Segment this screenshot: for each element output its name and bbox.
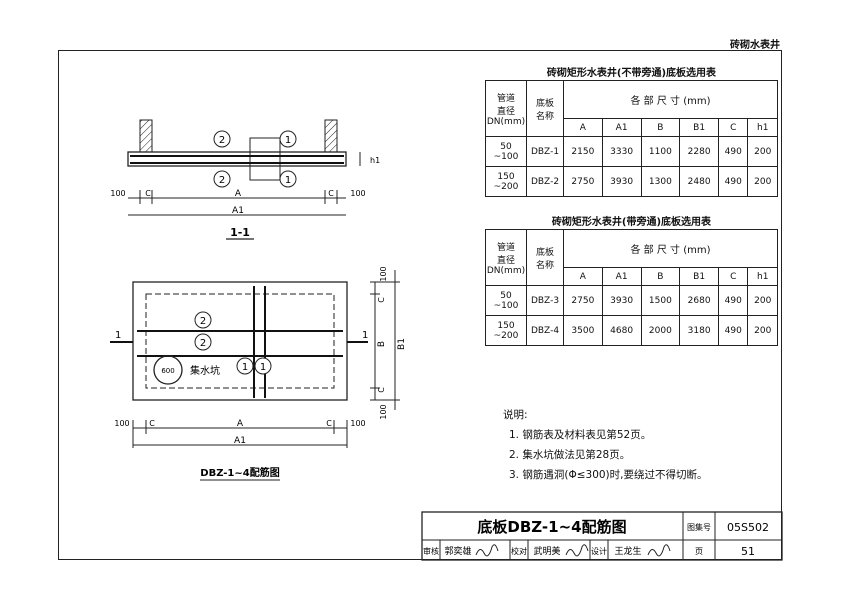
svg-text:100: 100 bbox=[379, 266, 388, 281]
svg-text:C: C bbox=[326, 419, 332, 428]
header-title: 砖砌水表井 bbox=[730, 40, 780, 51]
svg-text:1: 1 bbox=[242, 362, 248, 373]
svg-text:C: C bbox=[328, 189, 334, 198]
mark-1-bottom bbox=[279, 170, 297, 188]
note-item: 1. 钢筋表及材料表见第52页。 bbox=[509, 429, 652, 441]
notes-heading: 说明: bbox=[503, 409, 528, 421]
svg-text:1: 1 bbox=[285, 175, 291, 186]
svg-text:600: 600 bbox=[161, 367, 174, 375]
drawing-frame bbox=[58, 50, 782, 560]
svg-text:2: 2 bbox=[219, 135, 225, 146]
mark-2-bottom bbox=[213, 170, 231, 188]
mark-1-top bbox=[279, 130, 297, 148]
notes: 说明: 1. 钢筋表及材料表见第52页。 2. 集水坑做法见第28页。 3. 钢… bbox=[503, 405, 708, 485]
plan-wall-outline bbox=[145, 293, 335, 389]
svg-text:C: C bbox=[149, 419, 155, 428]
svg-text:B1: B1 bbox=[397, 338, 407, 350]
svg-text:页: 页 bbox=[695, 547, 703, 556]
svg-text:100: 100 bbox=[110, 189, 125, 198]
svg-text:A1: A1 bbox=[232, 206, 244, 216]
svg-text:1: 1 bbox=[285, 135, 291, 146]
svg-text:审核: 审核 bbox=[423, 546, 439, 556]
svg-text:2: 2 bbox=[200, 338, 206, 349]
section-sump bbox=[249, 137, 281, 181]
svg-text:A: A bbox=[237, 419, 244, 429]
signature-review bbox=[475, 544, 499, 557]
svg-text:1: 1 bbox=[260, 362, 266, 373]
note-item: 3. 钢筋遇洞(Φ≤300)时,要绕过不得切断。 bbox=[509, 469, 708, 481]
table2-col-pipe: 管道 直径 DN(mm) bbox=[485, 229, 527, 286]
page-number: 51 bbox=[741, 545, 755, 558]
svg-text:C: C bbox=[377, 387, 386, 393]
table1-col-name: 底板 名称 bbox=[526, 80, 564, 137]
svg-text:A1: A1 bbox=[234, 436, 246, 446]
table2-title: 砖砌矩形水表井(带旁通)底板选用表 bbox=[551, 217, 712, 228]
cut-label-left: 1 bbox=[115, 330, 121, 341]
svg-text:王龙生: 王龙生 bbox=[614, 545, 641, 557]
sump-circle bbox=[153, 355, 183, 385]
sump-label: 集水坑 bbox=[190, 364, 220, 377]
svg-text:A: A bbox=[235, 189, 242, 199]
section-1-1: 2 1 2 1 h1 100 C A C 100 A1 1-1 bbox=[110, 119, 380, 240]
svg-text:校对: 校对 bbox=[511, 546, 527, 556]
svg-text:100: 100 bbox=[350, 419, 365, 428]
note-item: 2. 集水坑做法见第28页。 bbox=[509, 449, 631, 461]
signature-design bbox=[647, 544, 671, 557]
table2-col-dims: 各 部 尺 寸 (mm) bbox=[563, 229, 778, 268]
svg-text:C: C bbox=[377, 297, 386, 303]
drawing-title: 底板DBZ-1~4配筋图 bbox=[477, 518, 626, 536]
svg-text:2: 2 bbox=[200, 316, 206, 327]
svg-text:郭奕雄: 郭奕雄 bbox=[444, 545, 471, 557]
mark-2-top bbox=[213, 130, 231, 148]
table1-title: 砖砌矩形水表井(不带旁通)底板选用表 bbox=[546, 68, 717, 79]
plan-caption: DBZ-1~4配筋图 bbox=[200, 466, 279, 479]
svg-text:设计: 设计 bbox=[591, 546, 607, 556]
cut-label-right: 1 bbox=[362, 330, 368, 341]
svg-text:100: 100 bbox=[379, 404, 388, 419]
svg-text:武明美: 武明美 bbox=[533, 545, 560, 557]
svg-text:2: 2 bbox=[219, 175, 225, 186]
svg-text:B: B bbox=[377, 341, 387, 347]
signature-check bbox=[565, 544, 589, 557]
section-label: 1-1 bbox=[230, 226, 250, 239]
section-slab bbox=[127, 151, 347, 167]
table1-col-pipe: 管道 直径 DN(mm) bbox=[485, 80, 527, 137]
svg-text:C: C bbox=[145, 189, 151, 198]
atlas-number: 05S502 bbox=[727, 521, 769, 534]
plan-view: 1 1 2 2 1 1 600 集水坑 100 C A C 100 A1 10 bbox=[110, 266, 407, 481]
svg-text:100: 100 bbox=[114, 419, 129, 428]
svg-text:图集号: 图集号 bbox=[687, 522, 711, 532]
svg-text:h1: h1 bbox=[370, 156, 380, 165]
svg-text:100: 100 bbox=[350, 189, 365, 198]
